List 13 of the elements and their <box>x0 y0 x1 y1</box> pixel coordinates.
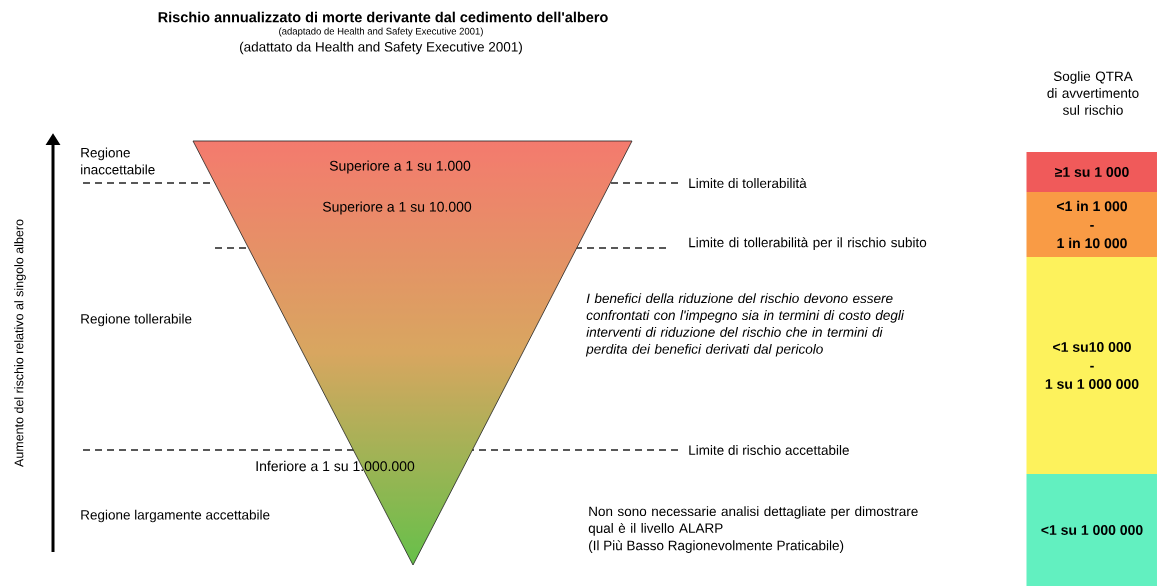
subtitle: (adaptado de Health and Safety Executive 2001) <box>279 27 483 37</box>
region-label: Regione inaccettabile <box>81 147 155 175</box>
limit-label: Limite di rischio accettabile <box>689 445 849 455</box>
axis-label: Aumento del rischio relativo al singolo albero <box>14 219 26 467</box>
threshold-band: <1 su10 000 - 1 su 1 000 000 <box>1026 257 1157 474</box>
limit-label: Limite di tollerabilità <box>689 177 807 189</box>
threshold-band: ≥1 su 1 000 <box>1026 152 1157 192</box>
threshold-band: <1 su 1 000 000 <box>1026 474 1157 586</box>
column-heading: Soglie QTRA di avvertimento sul rischio <box>1047 71 1139 115</box>
limit-label: Limite di tollerabilità per il rischio subito <box>689 237 927 250</box>
subtitle: (adattato da Health and Safety Executive 2001) <box>240 41 522 55</box>
threshold-band: <1 in 1 000 - 1 in 10 000 <box>1026 192 1157 257</box>
title: Rischio annualizzato di morte derivante dal cedimento dell'albero <box>158 11 608 23</box>
